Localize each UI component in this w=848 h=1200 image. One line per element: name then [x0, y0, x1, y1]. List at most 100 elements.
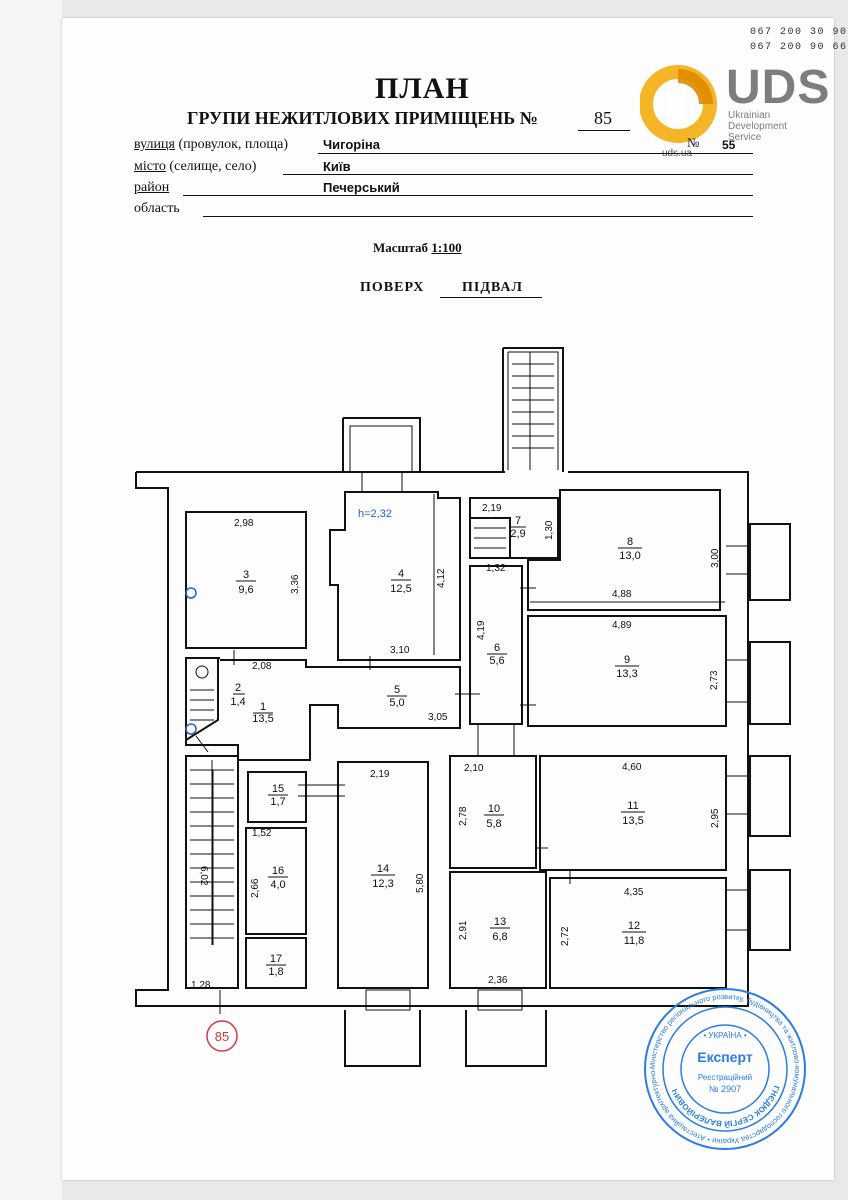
room-13-area: 6,8	[492, 931, 507, 943]
street-underline	[318, 153, 753, 154]
dim-label: 4,35	[624, 887, 644, 898]
uds-logo: UDS Ukrainian Development Service uds.ua	[640, 60, 840, 160]
room-6-no: 6	[494, 642, 500, 654]
room-fraction-bars	[233, 526, 646, 966]
city-underline	[283, 174, 753, 175]
room-4-area: 12,5	[390, 583, 411, 595]
dim-label: 2,19	[370, 769, 390, 780]
expert-stamp: Міністерство регіонального розвитку, буд…	[640, 984, 806, 1150]
logo-tagline-1: Ukrainian	[728, 110, 771, 121]
room-14-area: 12,3	[372, 878, 393, 890]
dim-label: 1,52	[252, 828, 272, 839]
dim-label: 4,60	[622, 762, 642, 773]
plan-marker-circle-icon	[206, 1020, 238, 1052]
district-underline	[183, 195, 753, 196]
dim-label: 2,10	[464, 763, 484, 774]
room-1-area: 13,5	[252, 713, 273, 725]
logo-tagline-3: Service	[728, 132, 762, 143]
room-13-no: 13	[494, 916, 506, 928]
dim-label: 4,88	[612, 589, 632, 600]
dim-label: 3,05	[428, 712, 448, 723]
logo-tagline-2: Development	[728, 121, 787, 132]
room-7-no: 7	[515, 515, 521, 527]
document-subtitle: ГРУПИ НЕЖИТЛОВИХ ПРИМІЩЕНЬ №	[187, 108, 538, 128]
floor-label: ПОВЕРХ	[360, 280, 425, 295]
dim-label: 2,08	[252, 661, 272, 672]
street-label: вулиця (провулок, площа)	[134, 137, 289, 152]
room-16-no: 16	[272, 865, 284, 877]
dim-label: 2,95	[710, 808, 721, 828]
group-number-underline	[578, 130, 630, 131]
dim-label: 4,89	[612, 620, 632, 631]
dimension-labels: 2,98 3,36 4,12 3,10 2,19 1,30 1,32 3,00 …	[191, 503, 721, 991]
plan-details	[190, 352, 748, 1014]
meter-icon-2	[185, 723, 197, 735]
dim-label: 3,36	[290, 574, 301, 594]
dim-label: 2,66	[250, 878, 261, 898]
phone-number-1: 067 200 30 90	[750, 27, 848, 38]
stamp-reg-number: № 2907	[709, 1084, 741, 1094]
dim-label: 4,19	[476, 620, 487, 640]
stamp-reg-label: Реєстраційний	[698, 1073, 752, 1082]
scale-line: Масштаб 1:100	[373, 240, 462, 255]
room-labels: 1 13,5 2 1,4 3 9,6 4 12,5 5 5,0 6 5,6 7 …	[230, 515, 644, 978]
room-11-no: 11	[627, 800, 638, 812]
dim-label: 6,02	[198, 866, 209, 886]
document-sheet	[62, 18, 834, 1180]
city-value: Київ	[323, 159, 351, 174]
boiler-icon	[195, 665, 209, 679]
room-5-no: 5	[394, 684, 400, 696]
dim-label: 5,80	[415, 873, 426, 893]
plan-walls	[135, 347, 791, 1067]
room-8-area: 13,0	[619, 550, 640, 562]
stamp-title: Експерт	[697, 1049, 753, 1065]
room-2-area: 1,4	[230, 696, 245, 708]
dim-label: 1,30	[544, 520, 555, 540]
document-title: ПЛАН	[375, 72, 470, 105]
room-17-area: 1,8	[268, 966, 283, 978]
room-11-area: 13,5	[622, 815, 643, 827]
room-3-area: 9,6	[238, 584, 253, 596]
dim-label: 2,19	[482, 503, 502, 514]
room-12-area: 11,8	[624, 935, 645, 947]
room-9-area: 13,3	[616, 668, 637, 680]
room-7-area: 2,9	[510, 528, 525, 540]
stamp-top-text: • УКРАЇНА •	[703, 1031, 746, 1040]
floor-value: ПІДВАЛ	[462, 280, 523, 295]
dim-label: 3,00	[710, 548, 721, 568]
room-5-area: 5,0	[389, 697, 404, 709]
region-label: область	[134, 201, 180, 216]
dim-label: 3,10	[390, 645, 410, 656]
room-15-no: 15	[272, 783, 284, 795]
room-16-area: 4,0	[270, 879, 285, 891]
dim-label: 2,78	[458, 806, 469, 826]
house-number-label: №	[687, 135, 700, 150]
dim-label: 2,36	[488, 975, 508, 986]
room-8-no: 8	[627, 536, 633, 548]
city-label: місто (селище, село)	[134, 159, 257, 174]
room-1-no: 1	[260, 701, 266, 713]
dim-label: 2,91	[458, 920, 469, 940]
room-10-area: 5,8	[486, 818, 501, 830]
uds-logo-mark-icon	[640, 65, 717, 143]
dim-label: 2,98	[234, 518, 254, 529]
dim-label: 1,32	[486, 563, 506, 574]
room-3-no: 3	[243, 569, 249, 581]
house-number-value: 55	[722, 138, 736, 152]
room-6-area: 5,6	[489, 655, 504, 667]
floor-underline	[440, 297, 542, 298]
region-underline	[203, 216, 753, 217]
logo-brand: UDS	[726, 61, 831, 114]
room-4-no: 4	[398, 568, 404, 580]
district-value: Печерський	[323, 180, 400, 195]
district-label: район	[134, 180, 170, 195]
dim-label: 1,28	[191, 980, 211, 991]
room-15-area: 1,7	[270, 796, 285, 808]
group-number: 85	[594, 108, 612, 128]
room-10-no: 10	[488, 803, 500, 815]
room-2-no: 2	[235, 682, 241, 694]
room-9-no: 9	[624, 654, 630, 666]
phone-number-2: 067 200 90 66	[750, 42, 848, 53]
room-17-no: 17	[270, 953, 282, 965]
